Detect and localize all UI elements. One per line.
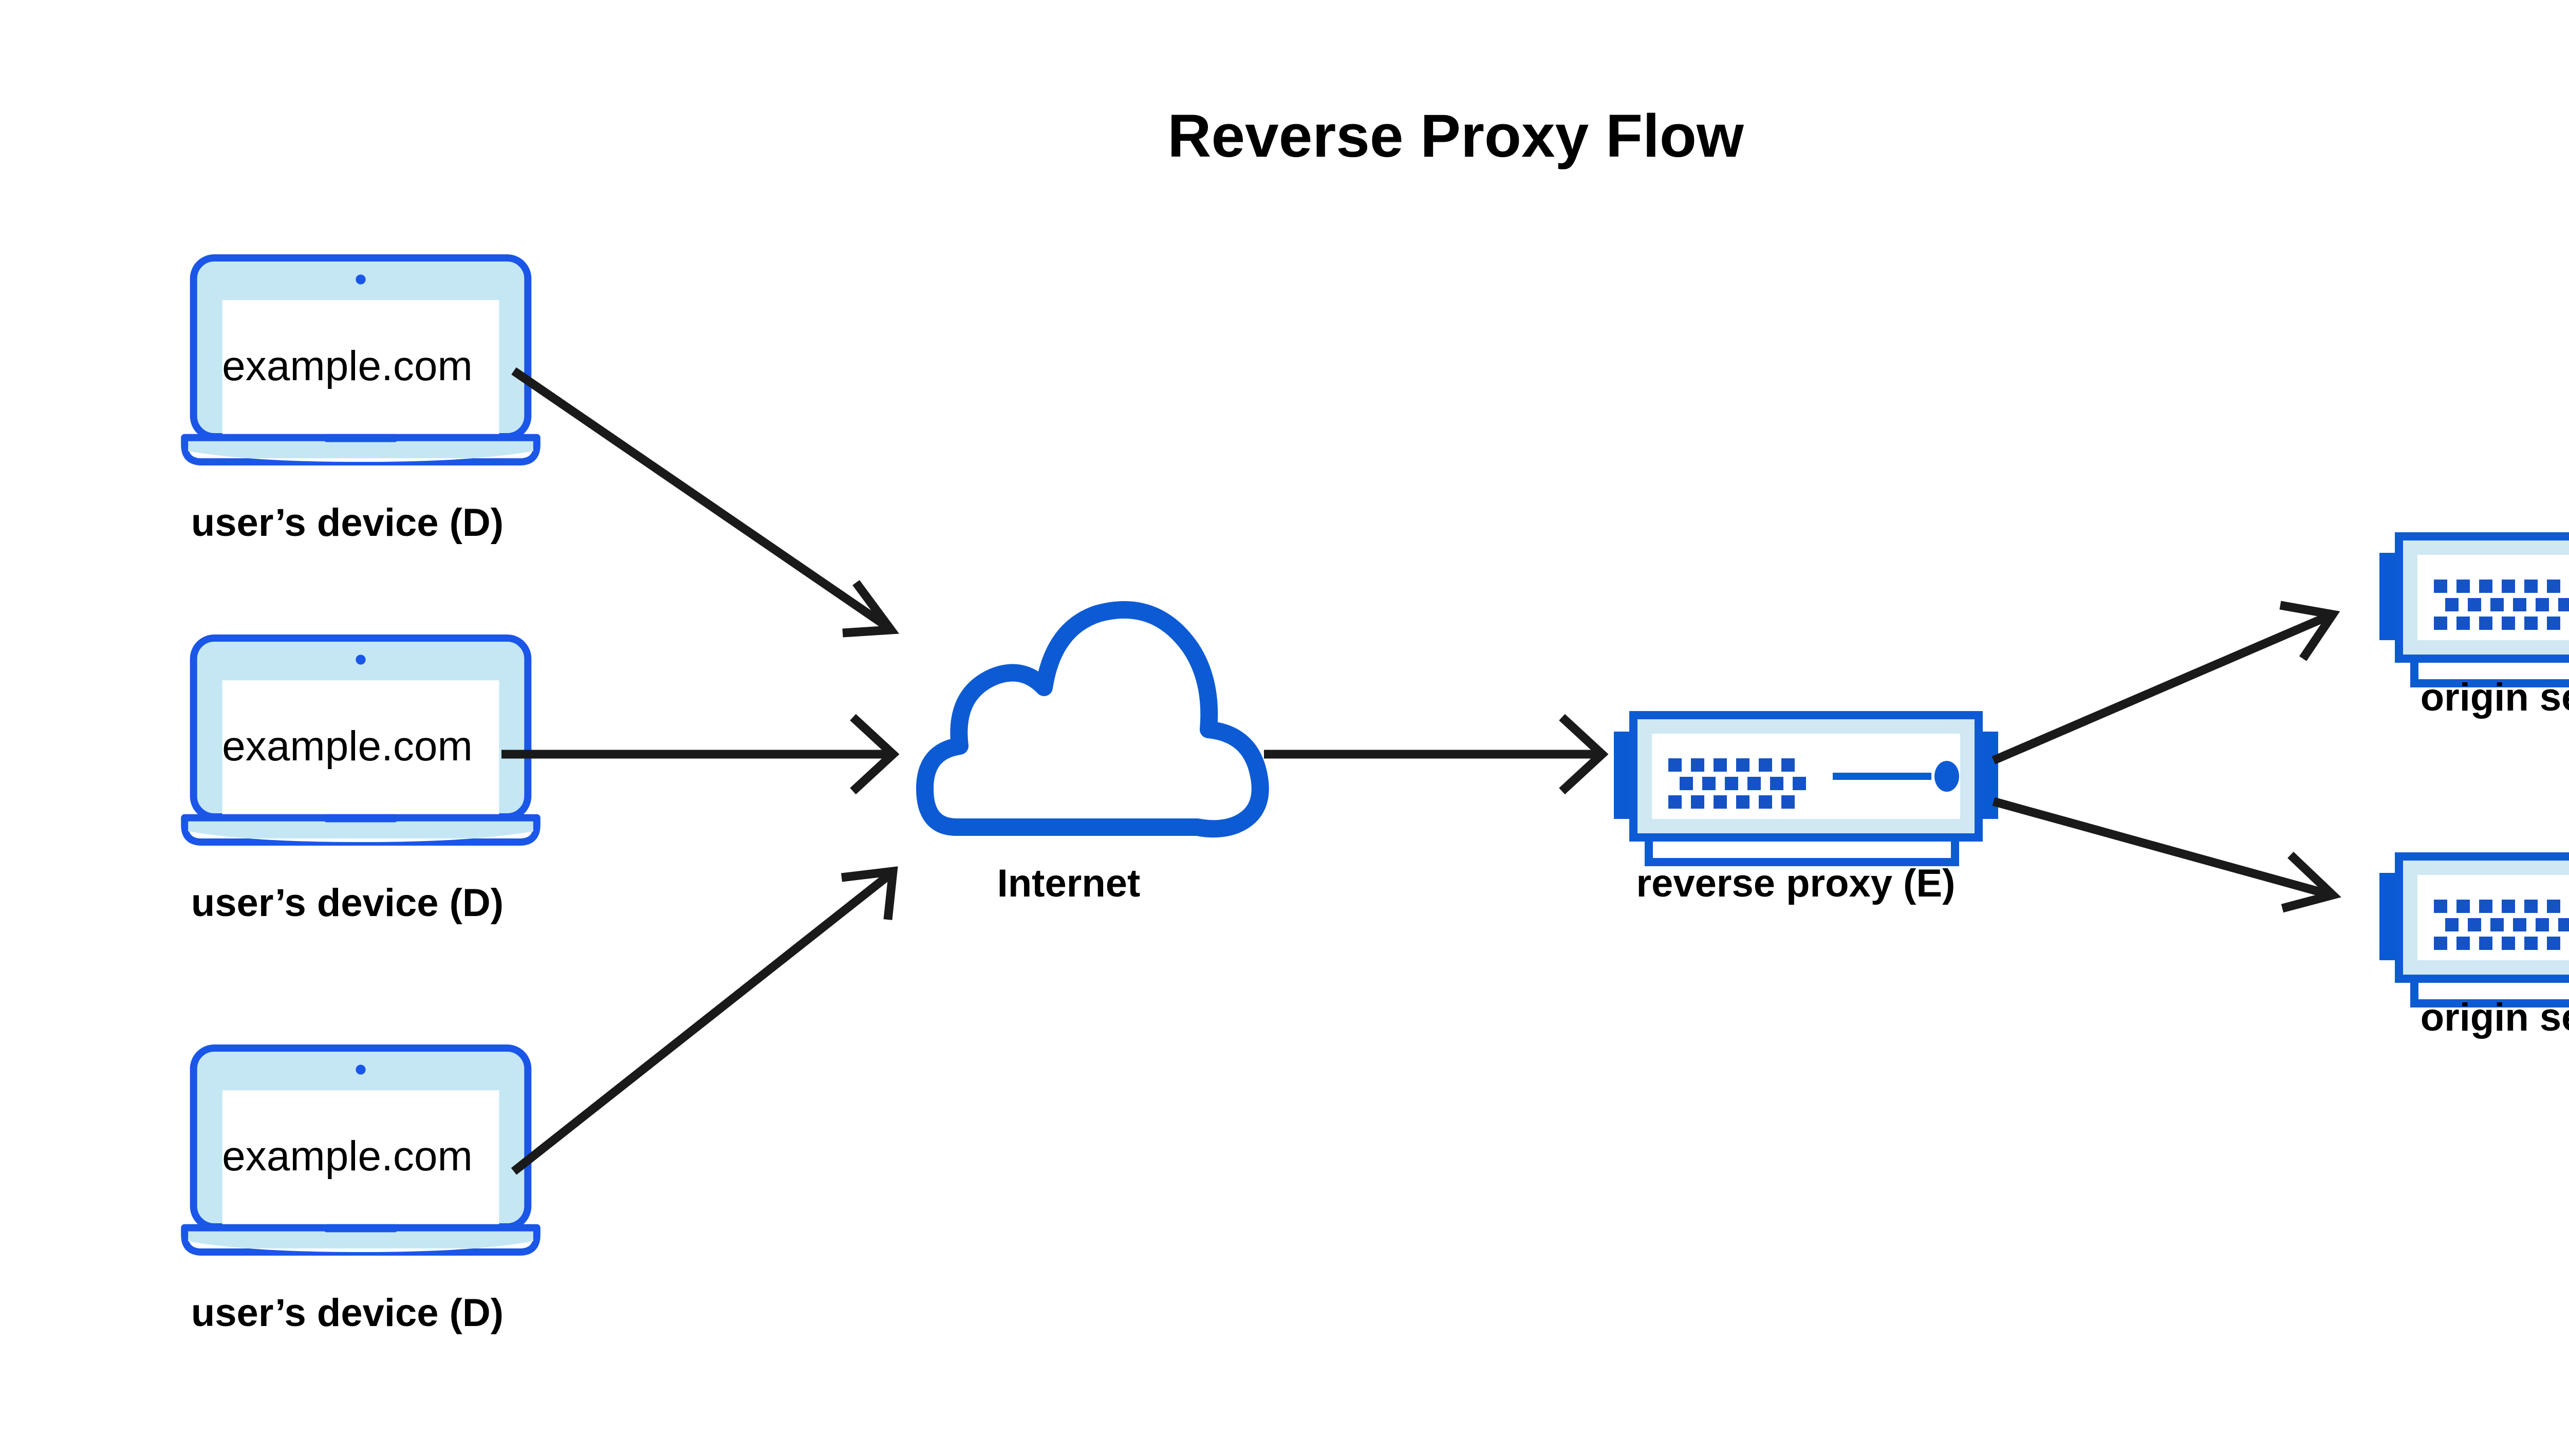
node-reverse-proxy[interactable]: reverse proxy (E) — [1614, 715, 1998, 905]
reverse-proxy-label: reverse proxy (E) — [1636, 862, 1956, 905]
device-screen-text: example.com — [222, 343, 473, 389]
cloud-icon — [916, 601, 1269, 838]
device-label: user’s device (D) — [191, 881, 504, 925]
node-device-middle[interactable]: example.com user’s device (D) — [184, 638, 537, 925]
server-icon — [1614, 715, 1998, 862]
internet-label: Internet — [997, 862, 1141, 905]
node-device-bottom[interactable]: example.com user’s device (D) — [184, 1048, 537, 1335]
device-label: user’s device (D) — [191, 1291, 504, 1335]
device-screen-text: example.com — [222, 1133, 473, 1180]
edge-internet-to-reverse-proxy — [1264, 714, 1609, 795]
edge-reverse-proxy-to-origin-bottom — [1992, 797, 2341, 913]
device-label: user’s device (D) — [191, 501, 504, 545]
device-screen-text: example.com — [222, 723, 473, 770]
edge-reverse-proxy-to-origin-top — [1991, 601, 2340, 764]
server-icon — [2379, 856, 2569, 1003]
server-icon — [2379, 536, 2569, 683]
edge-device-bottom-to-internet — [511, 866, 898, 1175]
page-title: Reverse Proxy Flow — [1167, 102, 1744, 170]
node-internet-cloud[interactable]: Internet — [916, 601, 1269, 905]
node-origin-server-bottom[interactable]: origin server (F) — [2379, 856, 2569, 1039]
edge-device-middle-to-internet — [501, 714, 900, 795]
node-device-top[interactable]: example.com user’s device (D) — [184, 258, 537, 545]
origin-server-label: origin server (F) — [2421, 676, 2569, 719]
node-origin-server-top[interactable]: origin server (F) — [2379, 536, 2569, 719]
edge-device-top-to-internet — [511, 367, 900, 638]
origin-server-label: origin server (F) — [2421, 996, 2569, 1039]
